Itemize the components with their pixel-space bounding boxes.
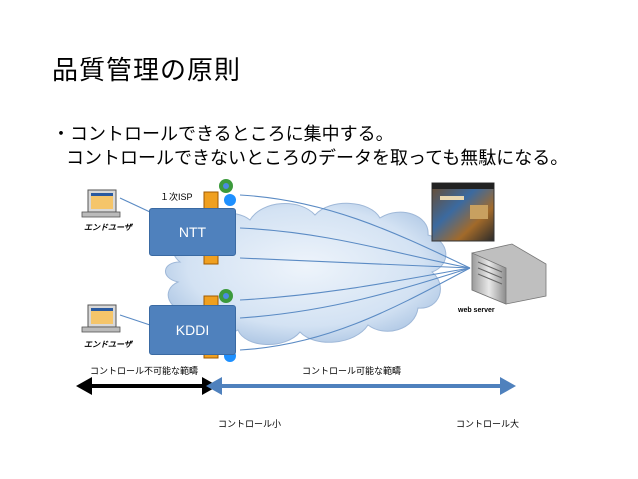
end-user-pc-1 — [81, 189, 121, 218]
control-small-label: コントロール小 — [218, 419, 282, 429]
isp-tier-label: １次ISP — [160, 192, 193, 202]
isp-name-kddi: KDDI — [175, 322, 210, 338]
web-server-label: web server — [458, 307, 495, 314]
isp-box-kddi: KDDI — [149, 305, 236, 355]
uncontrollable-range-arrow — [76, 377, 218, 395]
bullet-1: ・コントロールできるところに集中する。 — [52, 124, 394, 145]
controllable-range-arrow — [206, 377, 516, 395]
isp-name-ntt: NTT — [178, 224, 207, 240]
controllable-range-label: コントロール可能な範疇 — [302, 366, 402, 376]
isp-box-ntt: NTT — [149, 208, 236, 256]
end-user-label-1: エンドユーザ — [84, 223, 132, 232]
end-user-label-2: エンドユーザ — [84, 340, 132, 349]
end-user-pc-2 — [81, 304, 121, 333]
bullet-2: コントロールできないところのデータを取っても無駄になる。 — [66, 148, 569, 169]
slide-title: 品質管理の原則 — [52, 56, 242, 86]
control-large-label: コントロール大 — [456, 419, 520, 429]
connection-lines — [119, 194, 471, 351]
website-screenshot — [431, 182, 495, 242]
web-server-icon — [471, 243, 547, 305]
uncontrollable-range-label: コントロール不可能な範疇 — [90, 366, 199, 376]
